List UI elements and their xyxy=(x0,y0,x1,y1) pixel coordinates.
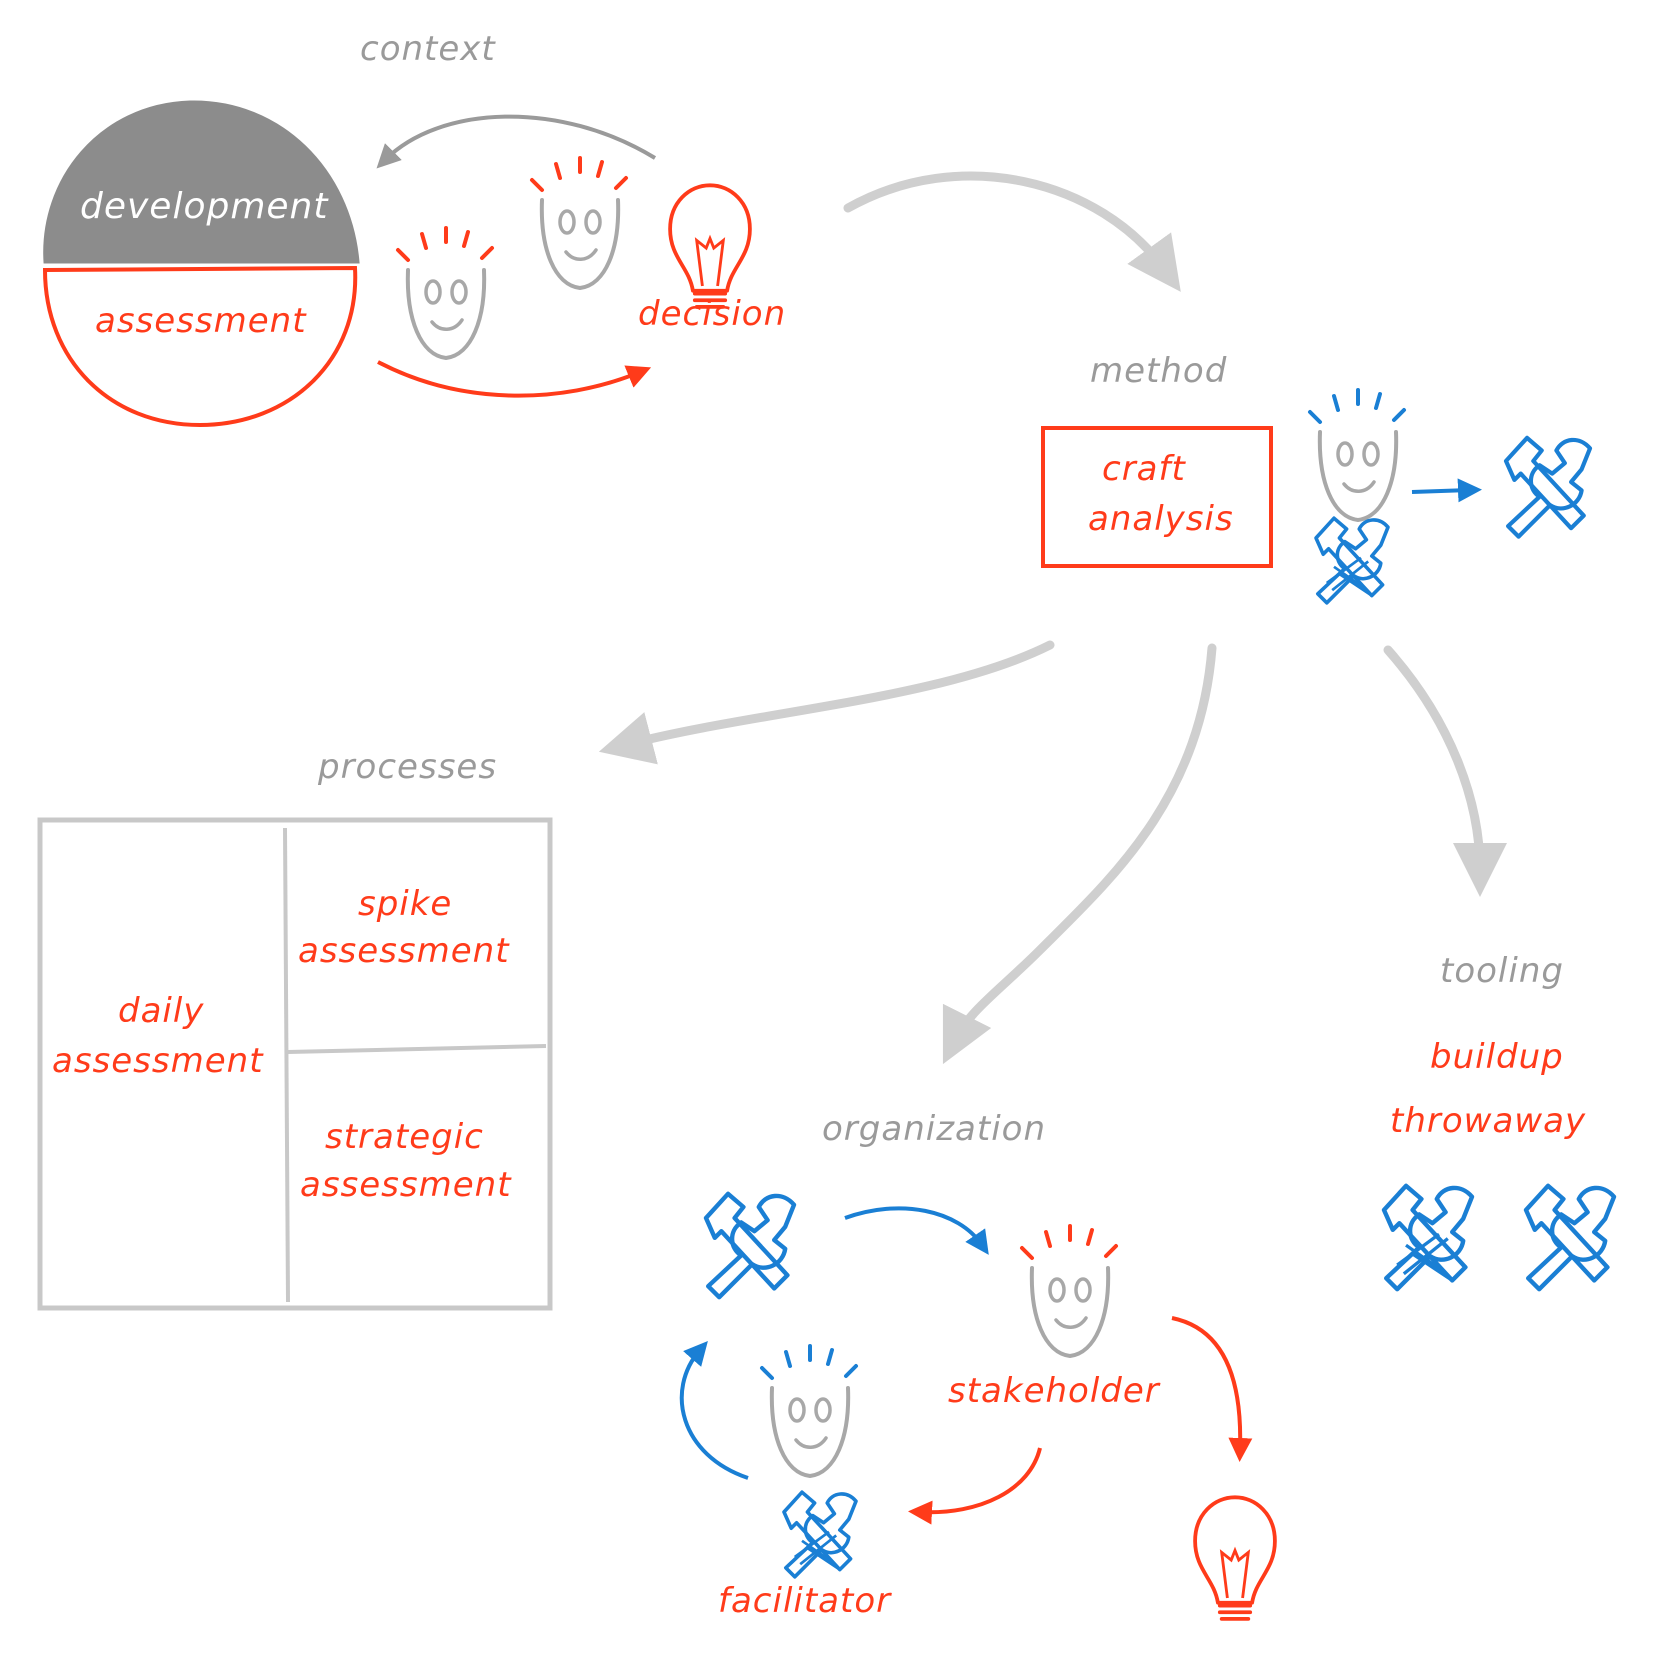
arrow-icon xyxy=(843,171,1181,292)
tools-icon xyxy=(782,1490,858,1579)
lightbulb-icon xyxy=(668,183,752,309)
facilitator-label: facilitator xyxy=(718,1581,892,1621)
analysis-label: analysis xyxy=(1088,499,1234,539)
method-label: method xyxy=(1090,351,1227,391)
context-label: context xyxy=(360,29,496,69)
arrow-icon xyxy=(1411,478,1482,503)
arrow-icon xyxy=(1383,645,1507,897)
processes-label: processes xyxy=(317,747,497,787)
arrow-icon xyxy=(598,640,1055,765)
strategic-label: strategic xyxy=(325,1117,484,1157)
tools-icon xyxy=(1526,1186,1614,1289)
arrow-icon xyxy=(376,114,657,169)
arrow-icon xyxy=(908,1447,1042,1525)
arrow-icon xyxy=(942,643,1217,1065)
assessment-label: assessment xyxy=(95,301,307,341)
tooling-label: tooling xyxy=(1440,951,1564,991)
organization-label: organization xyxy=(822,1109,1046,1149)
processes-divider-horizontal xyxy=(287,1044,547,1054)
context-group: context development assessment decision xyxy=(42,29,786,428)
processes-divider-vertical xyxy=(283,827,290,1303)
assessment-bowl xyxy=(42,265,358,428)
method-group: method craft analysis xyxy=(1041,351,1590,605)
person-icon xyxy=(760,1344,858,1478)
strategic-assessment-label: assessment xyxy=(300,1165,512,1205)
daily-assessment-label: assessment xyxy=(52,1041,264,1081)
decision-label: decision xyxy=(638,294,786,334)
buildup-label: buildup xyxy=(1430,1037,1564,1077)
tools-icon xyxy=(1384,1186,1472,1289)
arrow-icon xyxy=(1171,1316,1253,1462)
arrow-icon xyxy=(377,360,652,398)
tools-icon xyxy=(1506,438,1590,537)
arrow-icon xyxy=(844,1206,989,1255)
person-icon xyxy=(1308,388,1406,522)
person-icon xyxy=(396,226,494,360)
person-icon xyxy=(1020,1224,1118,1358)
organization-group: organization stakeholder facilitator xyxy=(679,1109,1277,1621)
daily-label: daily xyxy=(118,991,204,1031)
throwaway-label: throwaway xyxy=(1390,1101,1586,1141)
stakeholder-label: stakeholder xyxy=(948,1371,1161,1411)
spike-assessment-label: assessment xyxy=(298,931,510,971)
tools-icon xyxy=(706,1194,794,1297)
processes-box xyxy=(37,817,553,1311)
craft-label: craft xyxy=(1102,449,1186,489)
development-dome xyxy=(43,100,360,264)
development-label: development xyxy=(80,186,329,227)
tooling-group: tooling buildup throwaway xyxy=(1384,951,1614,1289)
tools-icon xyxy=(1314,516,1390,605)
processes-group: processes spike assessment daily assessm… xyxy=(37,747,553,1311)
craft-analysis-box xyxy=(1041,426,1273,568)
lightbulb-icon xyxy=(1193,1495,1277,1621)
spike-label: spike xyxy=(358,884,452,924)
person-icon xyxy=(530,156,628,290)
arrow-icon xyxy=(679,1340,749,1480)
